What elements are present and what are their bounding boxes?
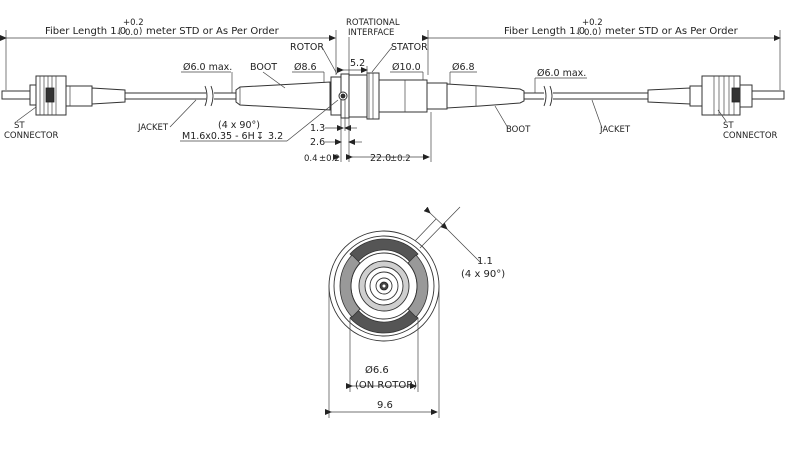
on-rotor-label: (ON ROTOR)	[355, 380, 417, 391]
thread-depth-label: 3.2	[268, 131, 283, 142]
fiber-tol-bottom-right: 0.0	[584, 28, 598, 38]
dia-stator: Ø10.0	[392, 62, 421, 73]
st-right-label-2: CONNECTOR	[723, 131, 778, 141]
st-left-label-1: ST	[14, 121, 25, 131]
dia-jacket-left: Ø6.0 max.	[183, 62, 232, 73]
rotational-label-1: ROTATIONAL	[346, 18, 400, 28]
st-connector-right	[689, 75, 785, 116]
fiber-length-label-right: Fiber Length 1.0	[504, 26, 585, 37]
rotor-label: ROTOR	[290, 42, 324, 53]
dim-5-2: 5.2	[350, 58, 365, 69]
jacket-left-label: JACKET	[137, 123, 169, 133]
end-view	[328, 230, 440, 342]
jacket-right	[524, 85, 691, 107]
st-connector-left	[1, 75, 93, 116]
jacket-left	[91, 85, 236, 107]
dia-rotor: Ø6.6	[365, 364, 389, 376]
boot-left	[235, 81, 331, 111]
boot-left-label: BOOT	[250, 62, 277, 73]
fiber-tol-top-left: +0.2	[123, 18, 144, 28]
fiber-length-dimension-left	[0, 30, 337, 90]
dim-22-0-tol: ±0.2	[390, 154, 411, 164]
paren-close-right: )	[598, 27, 601, 37]
holes-count-label: (4 x 90°)	[218, 120, 260, 131]
dim-0-4-tol: ±0.2	[319, 154, 340, 164]
stator-label: STATOR	[391, 42, 428, 53]
rotor-body	[330, 73, 350, 119]
paren-open-left: (	[118, 27, 121, 37]
fiber-length-label-left: Fiber Length 1.0	[45, 26, 126, 37]
dia-boot-left: Ø8.6	[294, 62, 317, 73]
dim-22-0: 22.0	[370, 153, 391, 164]
fiber-tol-bottom-left: 0.0	[125, 28, 139, 38]
fiber-tol-top-right: +0.2	[582, 18, 603, 28]
fiber-length-dimension-right	[422, 30, 781, 90]
thread-depth-symbol: ↧	[256, 131, 264, 142]
rotational-label-2: INTERFACE	[348, 28, 394, 38]
paren-open-right: (	[577, 27, 580, 37]
dim-9-6: 9.6	[377, 400, 393, 411]
dim-1-3: 1.3	[310, 123, 325, 134]
dim-2-6: 2.6	[310, 137, 325, 148]
dia-jacket-right: Ø6.0 max.	[537, 68, 586, 79]
slots-count-label: (4 x 90°)	[461, 269, 505, 280]
st-right-label-1: ST	[723, 121, 734, 131]
paren-close-left: )	[139, 27, 142, 37]
boot-right-label: BOOT	[506, 125, 531, 135]
boot-right	[446, 83, 525, 109]
fiber-suffix-left: meter STD or As Per Order	[146, 26, 280, 37]
stator-body	[348, 72, 448, 120]
dim-1-1: 1.1	[477, 256, 493, 267]
thread-spec-label: M1.6x0.35 - 6H	[182, 131, 255, 142]
dia-boot-right: Ø6.8	[452, 62, 475, 73]
st-left-label-2: CONNECTOR	[4, 131, 59, 141]
dim-0-4: 0.4	[304, 154, 318, 164]
fiber-suffix-right: meter STD or As Per Order	[605, 26, 739, 37]
jacket-right-label: JACKET	[599, 125, 631, 135]
